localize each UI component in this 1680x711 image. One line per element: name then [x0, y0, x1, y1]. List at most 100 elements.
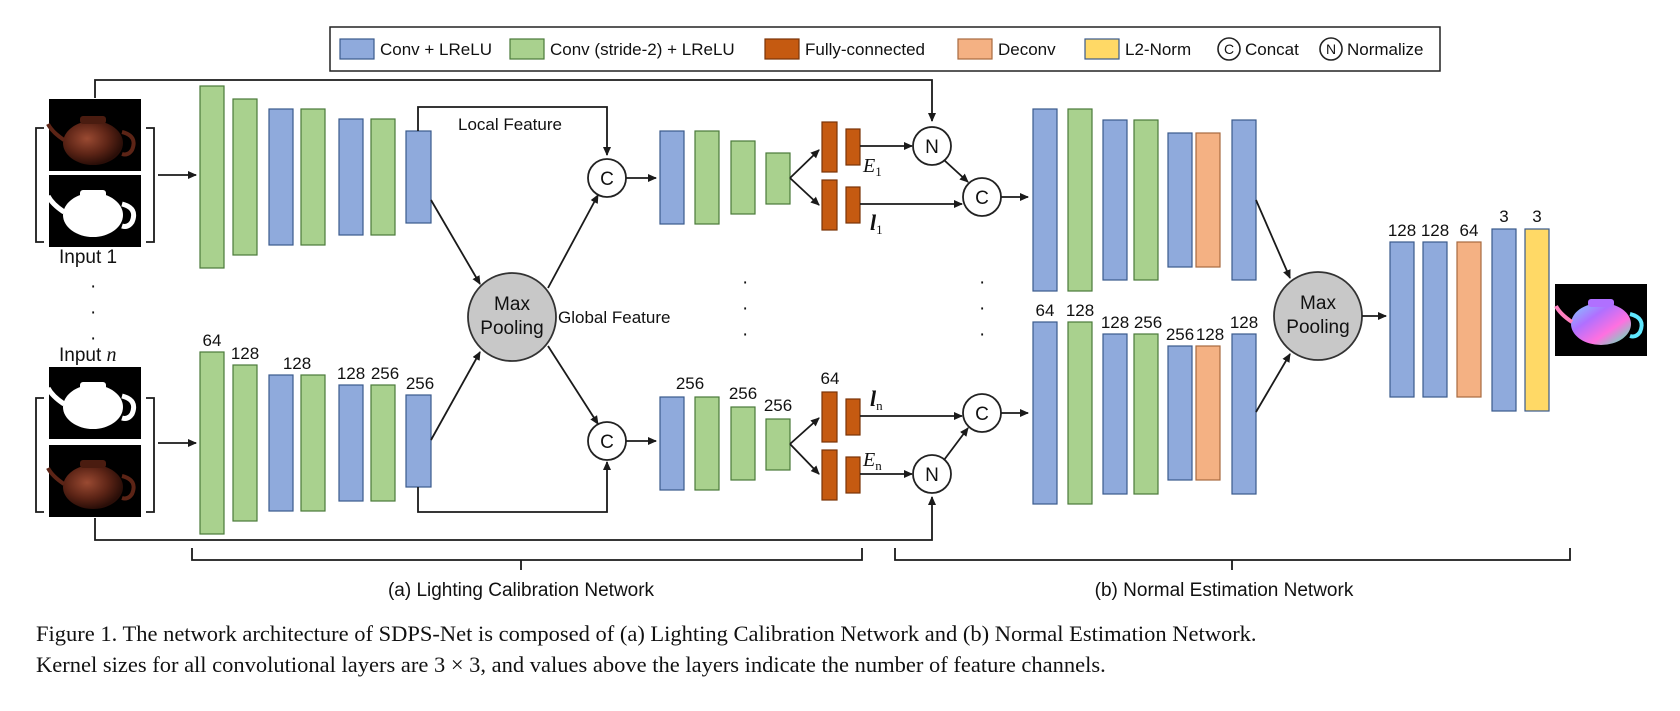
legend-label-deconv: Deconv: [998, 40, 1056, 59]
layer-block: [1133, 119, 1159, 281]
channel-label: 256: [406, 374, 434, 393]
normal-top-branch: [1032, 108, 1257, 292]
max-pooling-label-line1: Max: [494, 294, 530, 315]
layer-block: [1195, 132, 1221, 268]
layer-block: [694, 396, 720, 491]
caption-line-1: Figure 1. The network architecture of SD…: [36, 621, 1257, 646]
layer-block: [1167, 132, 1193, 268]
figure-caption: Figure 1. The network architecture of SD…: [36, 618, 1656, 680]
concat-symbol: C: [600, 432, 614, 453]
concat-symbol: C: [600, 169, 614, 190]
layer-block: [1491, 228, 1517, 412]
legend-concat-icon: [1217, 37, 1241, 61]
layer-block: [232, 98, 258, 256]
channel-label: 128: [1421, 221, 1449, 240]
fc-block: [821, 179, 838, 231]
max-pooling-node: [1273, 271, 1363, 361]
layer-block: [1067, 321, 1093, 505]
fc-block: [821, 449, 838, 501]
local-feature-arrow-bottom: [417, 461, 611, 513]
dots: ·: [979, 324, 985, 345]
channel-label: 256: [371, 364, 399, 383]
teapot-icon: [63, 121, 123, 165]
max-pooling-label-line1: Max: [1300, 293, 1336, 314]
layer-block: [1133, 333, 1159, 495]
arrow: [789, 177, 820, 206]
layer-block: [338, 384, 364, 502]
legend-swatch-fc: [764, 38, 800, 60]
section-a-label: (a) Lighting Calibration Network: [388, 580, 655, 601]
legend-label-concat: Concat: [1245, 40, 1299, 59]
channel-label: 128: [1196, 325, 1224, 344]
input-1-left-bracket: [35, 127, 44, 243]
normalize-symbol: N: [925, 137, 939, 158]
fc-block: [845, 128, 861, 166]
en-label: En: [862, 449, 882, 473]
layer-block: [1032, 108, 1058, 292]
l1-label: l1: [870, 210, 883, 237]
channel-label: 64: [1036, 301, 1055, 320]
layer-block: [659, 130, 685, 225]
fc-block: [845, 186, 861, 224]
ln-label: ln: [870, 386, 883, 413]
legend-label-normalize: Normalize: [1347, 40, 1424, 59]
channel-label: 128: [283, 354, 311, 373]
layer-block: [370, 384, 396, 502]
layer-block: [1456, 241, 1482, 398]
normal-decoder: 128 128 64 3 3: [1388, 207, 1550, 412]
legend: Conv + LReLU Conv (stride-2) + LReLU Ful…: [329, 26, 1441, 72]
arrow: [943, 427, 969, 461]
section-b-label: (b) Normal Estimation Network: [1095, 580, 1354, 601]
legend-swatch-deconv: [957, 38, 993, 60]
max-pooling-2: Max Pooling: [1273, 271, 1363, 361]
max-pooling-node: [467, 272, 557, 362]
channel-label: 256: [1166, 325, 1194, 344]
input-dots-2: ·: [90, 302, 96, 323]
input-n-group: Input n: [35, 344, 155, 517]
arrow: [430, 351, 481, 441]
layer-block: [405, 394, 432, 488]
input-bypass-top: [94, 79, 936, 122]
arrow: [430, 199, 481, 285]
layer-block: [268, 108, 294, 246]
input-n-right-bracket: [146, 397, 155, 513]
input-n-label: Input n: [59, 344, 117, 366]
input-bypass-bottom: [94, 496, 936, 541]
max-pooling-1: Max Pooling: [467, 272, 557, 362]
layer-block: [370, 118, 396, 236]
layer-block: [730, 140, 756, 215]
layer-block: [1231, 119, 1257, 281]
input-1-group: Input 1: [35, 99, 155, 268]
dots: ·: [742, 272, 748, 293]
input-1-label: Input 1: [59, 247, 117, 268]
legend-label-fc: Fully-connected: [805, 40, 925, 59]
layer-block: [1422, 241, 1448, 398]
channel-label: 64: [821, 369, 840, 388]
channel-label: 128: [1066, 301, 1094, 320]
legend-label-conv: Conv + LReLU: [380, 40, 492, 59]
channel-label: 3: [1499, 207, 1508, 226]
fc-block: [821, 391, 838, 443]
arrow: [1255, 199, 1291, 279]
layer-block: [765, 152, 791, 205]
channel-label: 64: [1460, 221, 1479, 240]
normal-teapot-icon: [1571, 303, 1631, 345]
layer-block: [1389, 241, 1415, 398]
layer-block: [694, 130, 720, 225]
legend-label-conv-stride: Conv (stride-2) + LReLU: [550, 40, 735, 59]
dots: ·: [742, 324, 748, 345]
fc-block: [821, 121, 838, 173]
lighting-head-top: [659, 121, 861, 231]
layer-block: [1102, 119, 1128, 281]
fc-block: [845, 398, 861, 436]
normalize-node: [912, 454, 952, 494]
layer-block: [405, 130, 432, 224]
channel-label: 256: [764, 396, 792, 415]
channel-label: 3: [1532, 207, 1541, 226]
concat-symbol: C: [975, 404, 989, 425]
channel-label: 256: [729, 384, 757, 403]
output-normal-map: [1554, 284, 1647, 356]
concat-symbol: C: [975, 188, 989, 209]
input-n-left-bracket: [35, 397, 44, 513]
layer-block: [765, 418, 791, 471]
